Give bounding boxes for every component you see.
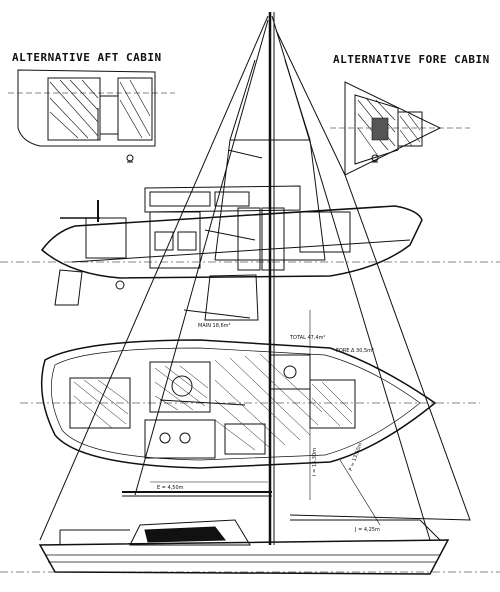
dim-j-label: J = 4,25m [355, 527, 380, 533]
plan-nav-station [224, 423, 266, 455]
dim-i-label: I = 15,30m [312, 447, 318, 476]
deckhouse [144, 185, 301, 213]
plan-view [20, 339, 480, 469]
deckhouse-window-2 [214, 191, 250, 207]
lower-hull [0, 519, 500, 575]
fore-cabin-inset [330, 81, 470, 176]
aft-hull-outline [17, 69, 156, 147]
dim-j [339, 459, 381, 526]
batten-4 [159, 399, 246, 406]
batten-2 [204, 229, 256, 241]
toilet-icon [283, 365, 297, 379]
saloon-table-hatch [154, 365, 209, 411]
deckhouse-window-1 [149, 191, 211, 207]
lower-cabin-top [129, 519, 251, 546]
saloon-table-center [171, 375, 193, 397]
mainsail-leech [134, 19, 269, 496]
keel-outline [204, 274, 259, 321]
bulkhead-door-2 [261, 207, 285, 271]
profile-galley [149, 211, 201, 269]
aft-berth-hatch [49, 79, 99, 139]
sink-icon [159, 432, 171, 444]
cabin-sole-hatch [214, 353, 323, 451]
plan-heads [269, 354, 311, 390]
dim-e-label: E = 4,50m [157, 485, 184, 491]
fore-stool-icon [371, 154, 379, 162]
propeller-icon [115, 280, 125, 290]
total-area-label: TOTAL 47,4m² [290, 335, 326, 341]
plan-galley [144, 419, 216, 459]
profile-forecabin [299, 211, 351, 253]
fore-area-label: FORE Δ 30,5m² [336, 348, 375, 354]
main-area-label: MAIN 18,6m² [198, 323, 231, 329]
fore-vberth-hatch [399, 113, 421, 147]
aft-stool-icon [126, 154, 134, 162]
plan-fore-cabin [309, 379, 356, 429]
lower-pulpit [419, 519, 441, 541]
aft-hanging-hatch [119, 79, 151, 139]
saloon-table [149, 361, 211, 413]
profile-section [0, 185, 500, 321]
lower-hull-outline [38, 539, 450, 575]
profile-hull [40, 205, 423, 279]
plan-cockpit [69, 377, 131, 429]
galley-oven [177, 231, 197, 251]
shroud-cap [229, 59, 256, 141]
galley-stove [154, 231, 174, 251]
aft-cabin-title: ALTERNATIVE AFT CABIN [12, 51, 162, 64]
batten-1 [227, 149, 263, 159]
bulkhead-door-1 [237, 207, 261, 271]
fore-cabin-hatch [311, 381, 353, 427]
aft-hanging [117, 77, 153, 141]
lower-cabin-windows [144, 526, 226, 543]
aft-locker [99, 95, 119, 135]
cockpit-hatch [73, 379, 129, 429]
rudder [54, 269, 83, 306]
sail-plan [39, 12, 471, 545]
fore-vberth [397, 111, 423, 147]
shroud-mid [214, 139, 231, 261]
fore-shaded-bench [371, 117, 389, 141]
plan-hull-outline [40, 339, 437, 469]
plan-inner-line [50, 347, 421, 461]
profile-cabin-sole [71, 239, 411, 263]
genoa-outline [275, 29, 471, 521]
shroud-mid-2 [309, 139, 326, 261]
sink-icon-2 [179, 432, 191, 444]
profile-aft-cabin [85, 217, 127, 259]
aft-cabin-inset [8, 69, 175, 163]
shroud-cap-2 [284, 59, 311, 141]
batten-3 [183, 309, 251, 319]
fore-cabin-title: ALTERNATIVE FORE CABIN [333, 53, 490, 66]
fore-berth [354, 94, 399, 165]
